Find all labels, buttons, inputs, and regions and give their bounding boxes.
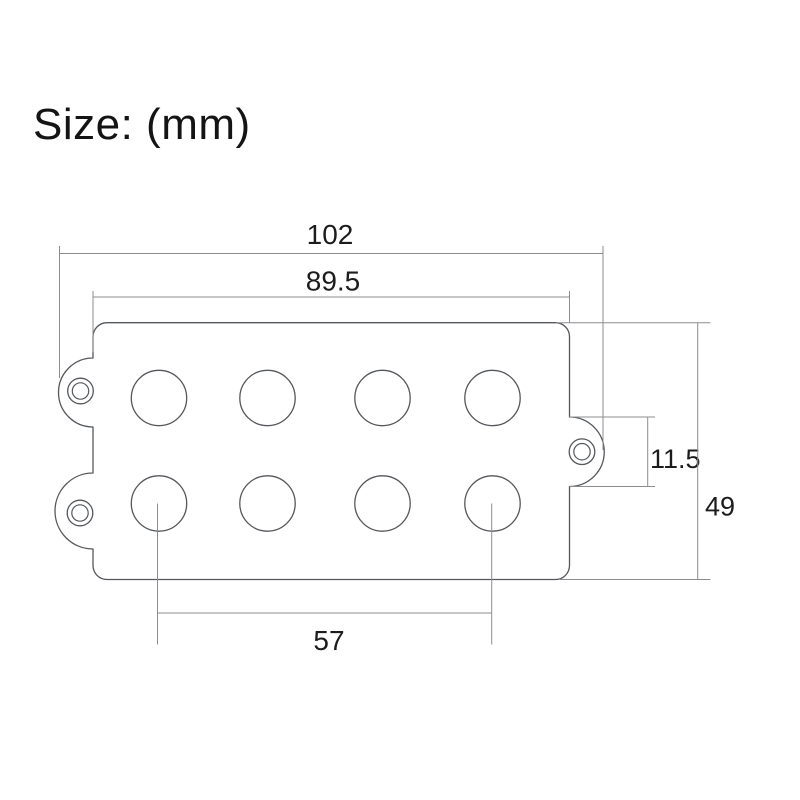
dimension-overall-width: 102 bbox=[59, 219, 604, 450]
dimension-overall-height: 49 bbox=[556, 322, 735, 580]
pole-piece bbox=[239, 475, 296, 532]
screw-hole-inner-ring bbox=[71, 382, 90, 400]
pole-pieces bbox=[130, 369, 521, 532]
dimension-label-overall-height: 49 bbox=[705, 492, 735, 522]
dimension-label-mount-tab-height: 11.5 bbox=[650, 444, 701, 474]
pole-piece bbox=[130, 475, 188, 532]
dimension-label-body-width: 89.5 bbox=[306, 266, 361, 297]
pole-piece bbox=[464, 369, 521, 427]
dimension-label-overall-width: 102 bbox=[307, 219, 354, 250]
screw-hole-top-left bbox=[67, 377, 94, 405]
size-unit-title: Size: (mm) bbox=[33, 100, 251, 149]
pole-piece bbox=[354, 369, 411, 427]
dimension-pole-spacing: 57 bbox=[157, 503, 493, 656]
dimension-label-pole-spacing: 57 bbox=[313, 625, 344, 656]
screw-hole-inner-ring bbox=[71, 504, 89, 522]
pole-piece bbox=[239, 369, 296, 427]
screw-hole-bottom-left bbox=[66, 499, 94, 527]
screw-hole-inner-ring bbox=[573, 442, 591, 461]
pole-piece bbox=[354, 475, 411, 532]
pole-piece bbox=[464, 475, 521, 532]
pole-piece bbox=[130, 369, 188, 427]
pickup-body-outline bbox=[54, 322, 605, 581]
dimension-mount-tab-height: 11.5 bbox=[569, 416, 701, 487]
screw-hole-right bbox=[568, 438, 596, 466]
dimension-body-width: 89.5 bbox=[92, 266, 570, 352]
